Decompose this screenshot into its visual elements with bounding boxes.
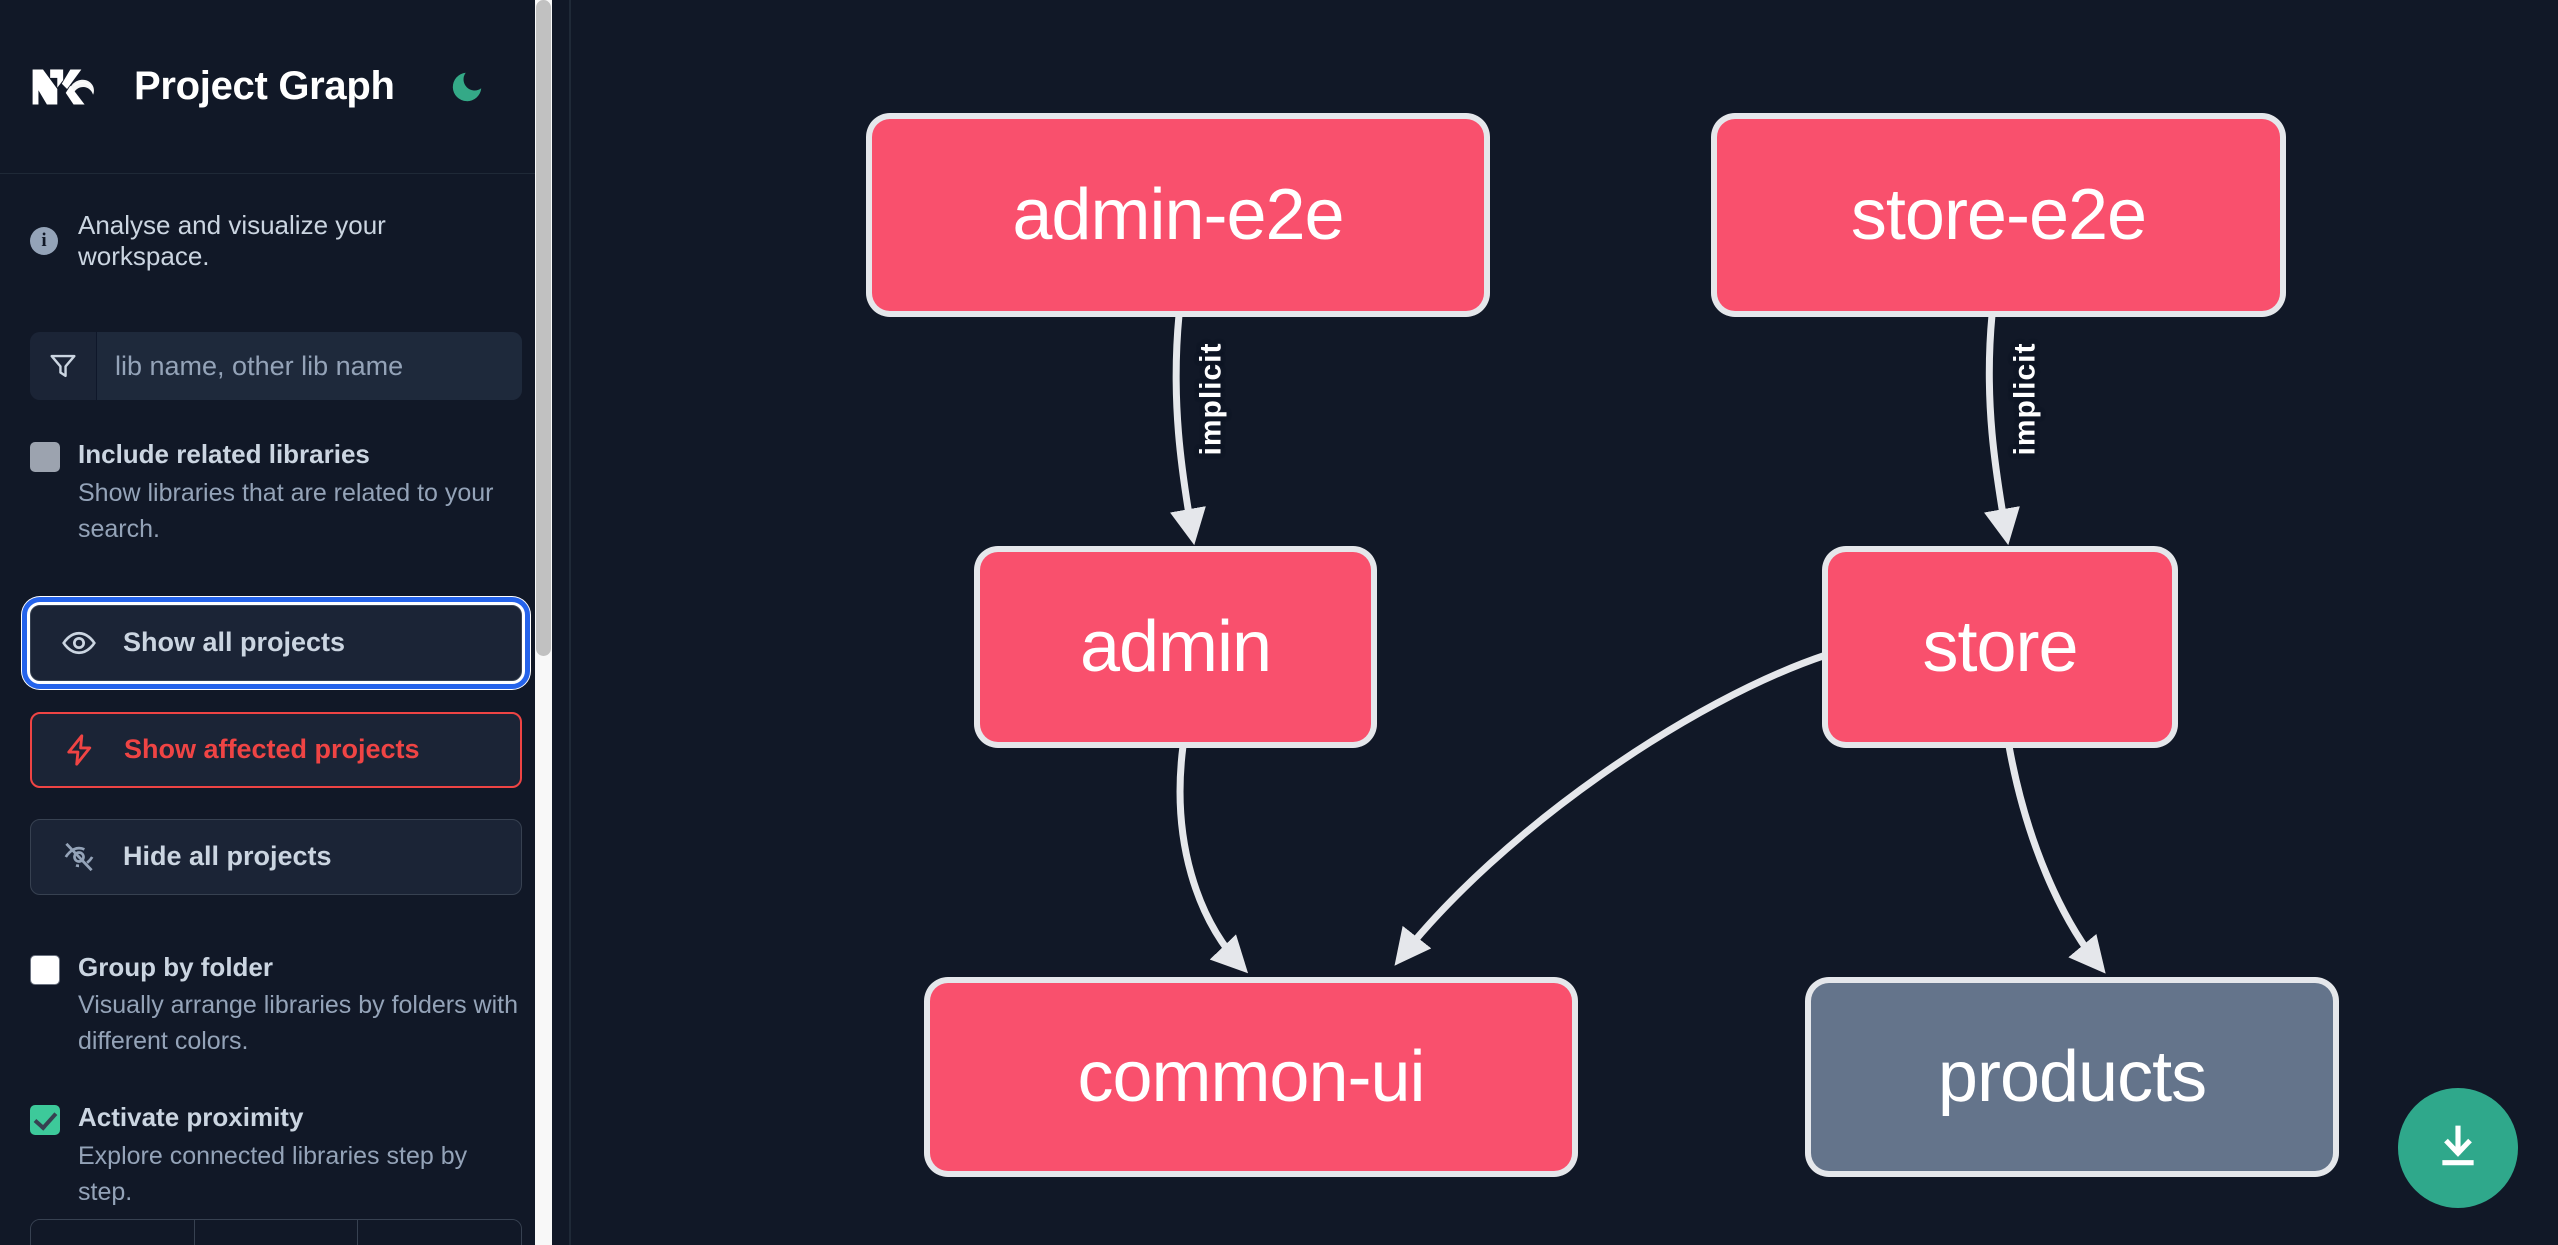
search-bar — [30, 332, 522, 400]
option-description: Show libraries that are related to your … — [78, 478, 494, 543]
node-label: admin-e2e — [1012, 175, 1344, 255]
edge-label-implicit-admin: implicit — [1194, 342, 1228, 456]
lightning-icon — [67, 733, 92, 766]
sidebar-scrollbar-thumb[interactable] — [536, 0, 551, 656]
checkbox-include-related-libraries[interactable] — [30, 442, 60, 472]
sidebar: Project Graph i Analyse and visualize yo… — [0, 0, 552, 1245]
button-label: Hide all projects — [123, 841, 332, 871]
node-label: common-ui — [1077, 1037, 1425, 1117]
graph-node-admin[interactable]: admin — [980, 552, 1371, 742]
graph-node-store[interactable]: store — [1828, 552, 2172, 742]
sidebar-body: i Analyse and visualize your workspace. … — [0, 210, 552, 1210]
sidebar-divider — [569, 0, 571, 1245]
option-label: Activate proximity — [78, 1102, 304, 1132]
segment-3[interactable] — [358, 1220, 521, 1245]
project-visibility-buttons: Show all projects Show affected projects… — [22, 596, 530, 895]
checkbox-group-by-folder[interactable] — [30, 954, 60, 985]
sidebar-header: Project Graph — [0, 0, 552, 174]
edge-admin-to-common-ui — [1176, 745, 1249, 974]
node-label: store-e2e — [1850, 175, 2147, 255]
graph-canvas[interactable]: implicit implicit admin-e2e store-e2e ad… — [571, 0, 2558, 1245]
tagline-text: Analyse and visualize your workspace. — [78, 210, 386, 271]
edge-label-implicit-store: implicit — [2008, 342, 2042, 456]
node-label: store — [1922, 607, 2078, 687]
filter-icon — [30, 332, 97, 400]
option-description: Visually arrange libraries by folders wi… — [78, 991, 519, 1055]
edge-admin-e2e-to-admin — [1170, 314, 1206, 546]
tagline-row: i Analyse and visualize your workspace. — [30, 210, 522, 272]
page-title: Project Graph — [134, 64, 395, 108]
segment-1[interactable] — [31, 1220, 195, 1245]
graph-node-common-ui[interactable]: common-ui — [930, 983, 1572, 1171]
show-affected-projects-button[interactable]: Show affected projects — [30, 711, 522, 788]
graph-node-store-e2e[interactable]: store-e2e — [1717, 119, 2280, 311]
segment-2[interactable] — [194, 1220, 359, 1245]
button-label: Show all projects — [123, 627, 346, 657]
checkbox-activate-proximity[interactable] — [30, 1105, 60, 1135]
option-include-related-libraries[interactable]: Include related libraries Show libraries… — [30, 438, 522, 547]
edge-store-e2e-to-store — [1984, 314, 2020, 546]
sidebar-scrollbar[interactable] — [535, 0, 552, 1245]
hide-all-projects-button[interactable]: Hide all projects — [30, 818, 522, 895]
option-description: Explore connected libraries step by step… — [78, 1141, 468, 1206]
option-activate-proximity[interactable]: Activate proximity Explore connected lib… — [30, 1101, 522, 1210]
graph-edges — [1170, 314, 2106, 974]
download-graph-button[interactable] — [2398, 1088, 2518, 1208]
eye-icon — [62, 631, 96, 654]
option-label: Include related libraries — [78, 439, 370, 469]
button-label: Show affected projects — [124, 734, 420, 764]
option-label: Group by folder — [78, 951, 273, 982]
nx-logo-icon — [32, 68, 94, 105]
edge-store-to-products — [2005, 745, 2106, 974]
node-label: products — [1937, 1037, 2207, 1117]
moon-icon[interactable] — [447, 67, 487, 107]
option-group-by-folder[interactable]: Group by folder Visually arrange librari… — [30, 951, 522, 1060]
edge-store-to-common-ui — [1394, 651, 1828, 966]
info-icon: i — [30, 227, 58, 255]
proximity-segmented-control[interactable] — [30, 1219, 522, 1245]
download-icon — [2442, 1125, 2474, 1166]
graph-node-admin-e2e[interactable]: admin-e2e — [872, 119, 1484, 311]
eye-off-icon — [64, 842, 94, 871]
node-label: admin — [1079, 607, 1272, 687]
graph-node-products[interactable]: products — [1811, 983, 2333, 1171]
search-input[interactable] — [97, 332, 522, 400]
show-all-projects-button[interactable]: Show all projects — [22, 596, 530, 689]
